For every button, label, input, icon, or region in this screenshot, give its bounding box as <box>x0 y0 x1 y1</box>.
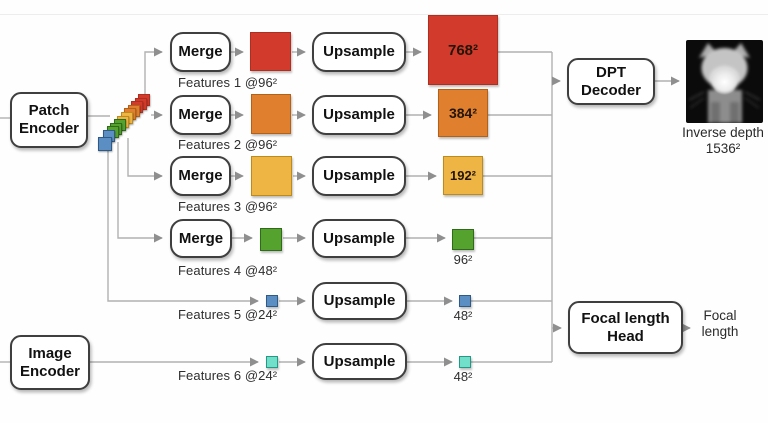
output-size-label-48a: 48² <box>453 308 473 323</box>
focal-length-output-label: Focal length <box>701 308 739 340</box>
merged-feature-square-2 <box>251 94 291 134</box>
merged-feature-square-4 <box>260 228 282 251</box>
merge-box-1: Merge <box>170 32 231 72</box>
upsampled-square-48b <box>459 356 471 368</box>
output-size-label-96: 96² <box>453 252 473 267</box>
feature-label-5: Features 5 @24² <box>178 307 278 322</box>
focal-length-head-box: Focal length Head <box>568 301 683 354</box>
inverse-depth-resolution: 1536² <box>705 141 741 157</box>
merge-box-3: Merge <box>170 156 231 196</box>
merge-box-2: Merge <box>170 95 231 135</box>
upsample-box-4: Upsample <box>312 219 406 258</box>
merged-feature-square-3 <box>251 156 292 196</box>
feature-label-4: Features 4 @48² <box>178 263 278 278</box>
patch-encoder-box: Patch Encoder <box>10 92 88 148</box>
merge-box-4: Merge <box>170 219 232 258</box>
feature-square-6 <box>266 356 278 368</box>
image-encoder-box: Image Encoder <box>10 335 90 390</box>
feature-label-6: Features 6 @24² <box>178 368 278 383</box>
upsampled-square-48a <box>459 295 471 307</box>
inverse-depth-image <box>686 40 763 123</box>
upsample-box-5: Upsample <box>312 282 407 320</box>
feature-label-1: Features 1 @96² <box>178 75 278 90</box>
feature-label-2: Features 2 @96² <box>178 137 278 152</box>
upsampled-square-192: 192² <box>443 156 483 195</box>
output-size-label-48b: 48² <box>453 369 473 384</box>
upsampled-square-384: 384² <box>438 89 488 137</box>
inverse-depth-caption-text: Inverse depth <box>682 125 764 140</box>
upsampled-square-96 <box>452 229 474 250</box>
inverse-depth-caption: Inverse depth 1536² <box>668 125 768 158</box>
dpt-decoder-box: DPT Decoder <box>567 58 655 105</box>
feature-token <box>98 137 112 151</box>
upsample-box-2: Upsample <box>312 95 406 135</box>
feature-label-3: Features 3 @96² <box>178 199 278 214</box>
top-divider <box>0 14 768 15</box>
upsample-box-3: Upsample <box>312 156 406 196</box>
feature-square-5 <box>266 295 278 307</box>
upsample-box-1: Upsample <box>312 32 406 72</box>
merged-feature-square-1 <box>250 32 291 71</box>
upsample-box-6: Upsample <box>312 343 407 380</box>
upsampled-square-768: 768² <box>428 15 498 85</box>
